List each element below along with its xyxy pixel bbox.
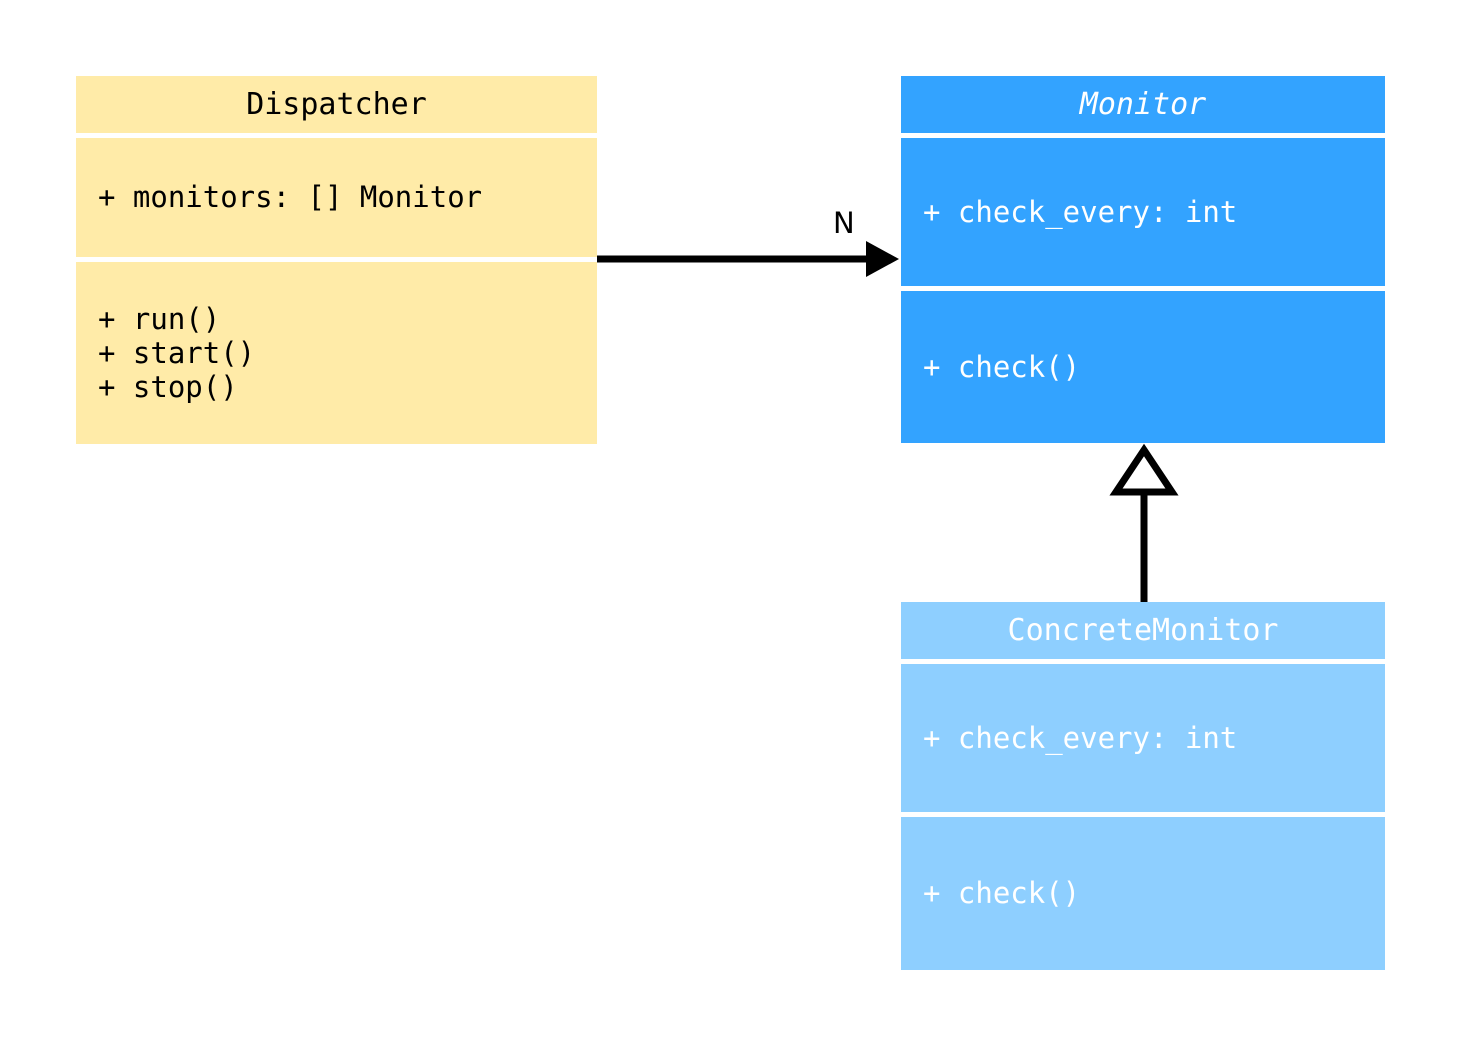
method-item: + run(): [98, 301, 221, 336]
class-name-monitor: Monitor: [1079, 86, 1207, 122]
class-attributes-concretemonitor: + check_every: int: [901, 664, 1385, 812]
method-item: + check(): [923, 349, 1081, 384]
method-item: + start(): [98, 335, 256, 370]
method-item: + stop(): [98, 370, 238, 405]
attribute-list: + check_every: int: [901, 195, 1385, 229]
generalization-concretemonitor-monitor: [1109, 443, 1179, 602]
class-methods-dispatcher: + run() + start() + stop(): [76, 262, 597, 444]
generalization-hollow-triangle-icon: [1109, 443, 1179, 496]
class-methods-monitor: + check(): [901, 291, 1385, 443]
method-list: + check(): [901, 350, 1385, 384]
class-methods-concretemonitor: + check(): [901, 817, 1385, 970]
class-header-dispatcher: Dispatcher: [76, 76, 597, 133]
association-dispatcher-monitor: [597, 241, 899, 277]
class-box-concretemonitor[interactable]: ConcreteMonitor + check_every: int + che…: [901, 602, 1385, 970]
attribute-item: + check_every: int: [923, 720, 1238, 755]
method-item: + check(): [923, 876, 1081, 911]
class-name-concretemonitor: ConcreteMonitor: [1007, 612, 1279, 648]
class-header-monitor: Monitor: [901, 76, 1385, 133]
class-header-concretemonitor: ConcreteMonitor: [901, 602, 1385, 659]
class-attributes-monitor: + check_every: int: [901, 138, 1385, 286]
attribute-list: + check_every: int: [901, 721, 1385, 755]
class-attributes-dispatcher: + monitors: [] Monitor: [76, 138, 597, 257]
class-name-dispatcher: Dispatcher: [246, 86, 427, 122]
attribute-list: + monitors: [] Monitor: [76, 180, 597, 214]
method-list: + check(): [901, 876, 1385, 910]
method-list: + run() + start() + stop(): [76, 302, 597, 405]
attribute-item: + monitors: [] Monitor: [98, 180, 483, 215]
association-multiplicity-label: N: [833, 206, 855, 240]
class-box-monitor[interactable]: Monitor + check_every: int + check(): [901, 76, 1385, 443]
attribute-item: + check_every: int: [923, 194, 1238, 229]
class-box-dispatcher[interactable]: Dispatcher + monitors: [] Monitor + run(…: [76, 76, 597, 444]
association-arrowhead-icon: [866, 241, 899, 277]
